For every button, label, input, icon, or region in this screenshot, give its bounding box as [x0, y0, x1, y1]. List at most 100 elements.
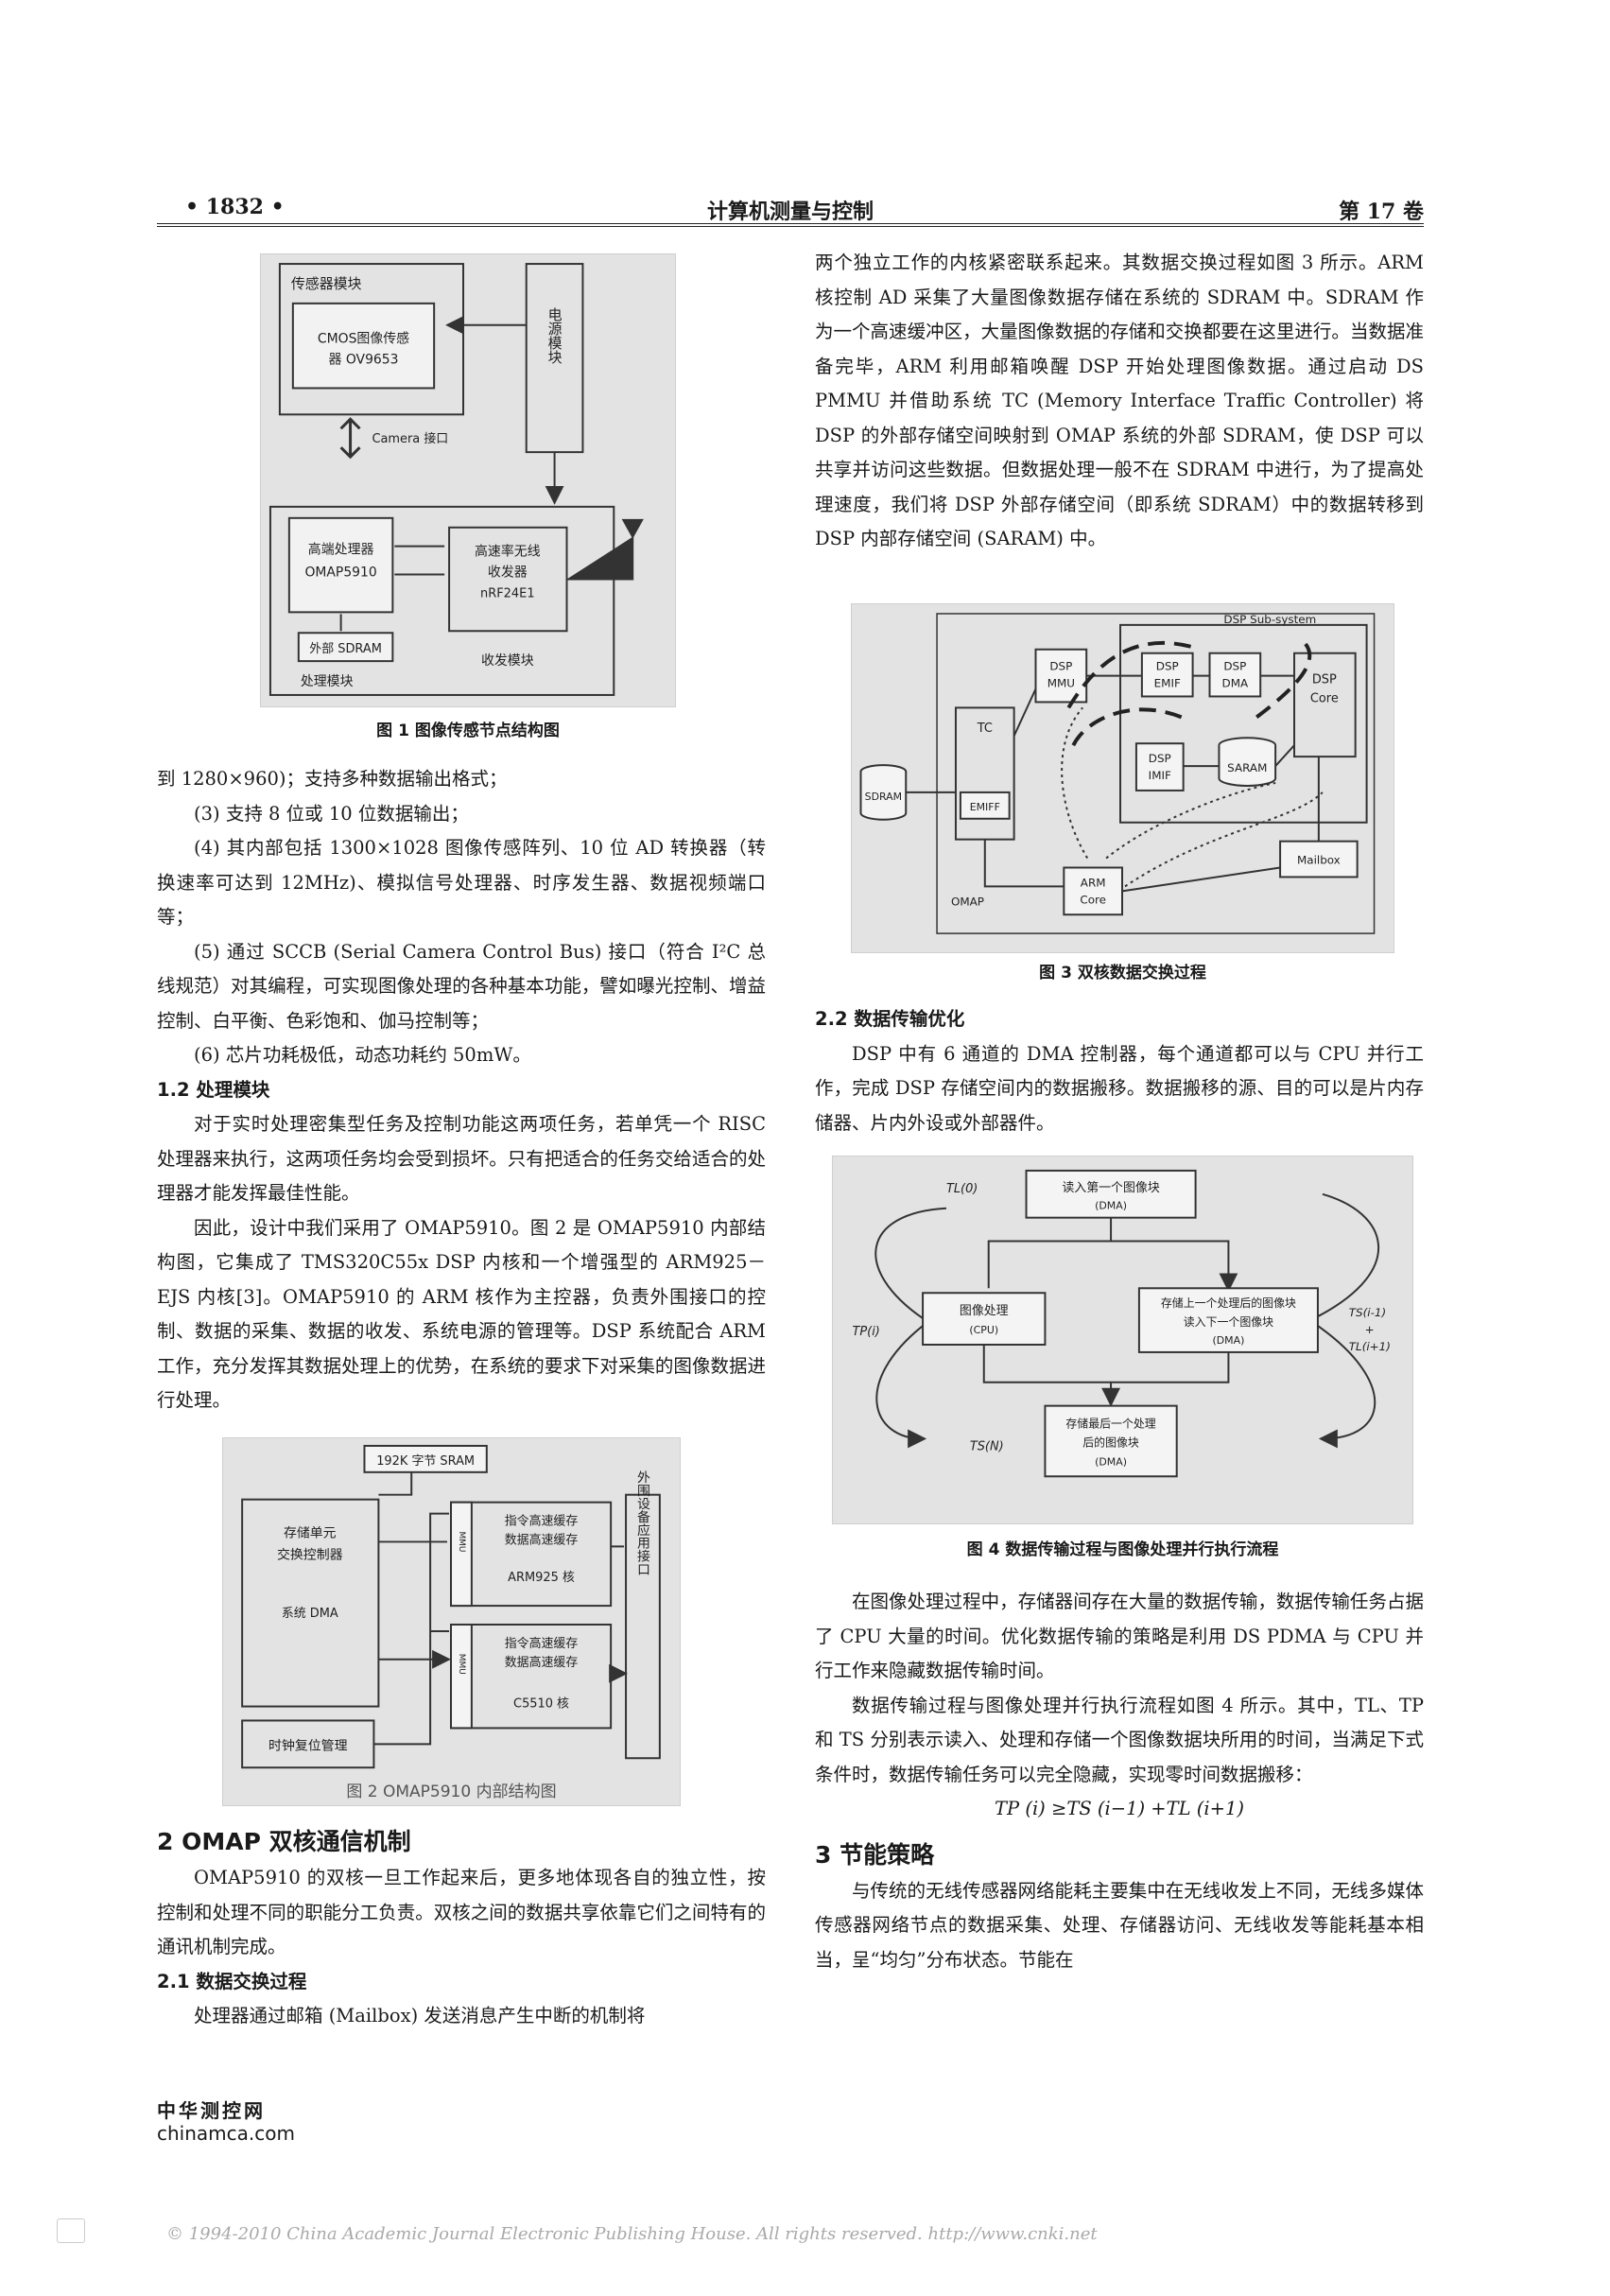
fig3-emif-2: EMIF: [1154, 677, 1181, 690]
fig2-cache-2a: 指令高速缓存: [505, 1636, 579, 1651]
left-column-top: 到 1280×960)；支持多种数据输出格式； (3) 支持 8 位或 10 位…: [157, 762, 766, 1418]
fig3-subsystem: DSP Sub-system: [1223, 613, 1316, 626]
fig1-sensor-module: 传感器模块: [291, 275, 362, 292]
fig3-imif-1: DSP: [1149, 752, 1171, 765]
right-column-top: 两个独立工作的内核紧密联系起来。其数据交换过程如图 3 所示。ARM 核控制 A…: [815, 246, 1424, 557]
cnki-logo-icon: [57, 2218, 85, 2243]
fig4-ts-2: +: [1365, 1323, 1375, 1336]
figure-1: 传感器模块 CMOS图像传感 器 OV9653 电源模块 Camera 接口 高…: [260, 253, 676, 707]
page-number: • 1832 •: [185, 195, 285, 219]
fig1-rf-2: 收发器: [488, 565, 528, 581]
para-l2: (3) 支持 8 位或 10 位数据输出；: [194, 802, 469, 825]
fig4-store-read-3: (DMA): [1212, 1334, 1244, 1347]
fig4-store-last-1: 存储最后一个处理: [1065, 1418, 1155, 1431]
figure-3: DSP Sub-system DSP MMU DSP EMIF DSP DMA …: [851, 603, 1394, 953]
fig4-store-last-3: (DMA): [1095, 1455, 1127, 1468]
fig4-ts-3: TL(i+1): [1349, 1340, 1391, 1353]
fig1-power-module: 电源模块: [546, 307, 563, 364]
figure-2: 192K 字节 SRAM 存储单元 交换控制器 系统 DMA 时钟复位管理 MM…: [222, 1437, 681, 1806]
fig4-ts-1: TS(i-1): [1349, 1306, 1386, 1319]
fig1-rf-3: nRF24E1: [480, 586, 535, 600]
fig3-mmu-2: MMU: [1047, 677, 1075, 690]
fig3-mmu-1: DSP: [1049, 660, 1072, 673]
heading-2-1: 2.1 数据交换过程: [157, 1970, 307, 1992]
fig3-saram: SARAM: [1227, 761, 1267, 774]
fig4-read-first-1: 读入第一个图像块: [1062, 1181, 1159, 1195]
fig2-storage-2: 交换控制器: [277, 1546, 343, 1562]
footer-brand: 中华测控网 chinamca.com: [157, 2099, 295, 2145]
para-r2: DSP 中有 6 通道的 DMA 控制器，每个通道都可以与 CPU 并行工作，完…: [815, 1042, 1424, 1134]
para-l7: 因此，设计中我们采用了 OMAP5910。图 2 是 OMAP5910 内部结构…: [157, 1216, 766, 1412]
para-l6: 对于实时处理密集型任务及控制功能这两项任务，若单凭一个 RISC 处理器来执行，…: [157, 1113, 766, 1204]
footer-brand-name: 中华测控网: [157, 2099, 266, 2122]
para-r1: 两个独立工作的内核紧密联系起来。其数据交换过程如图 3 所示。ARM 核控制 A…: [815, 252, 1424, 549]
fig3-dma-1: DSP: [1223, 660, 1246, 673]
running-header: • 1832 • 计算机测量与控制 第 17 卷: [157, 195, 1424, 227]
fig2-cache-1a: 指令高速缓存: [505, 1514, 579, 1529]
para-r3: 在图像处理过程中，存储器间存在大量的数据传输，数据传输任务占据了 CPU 大量的…: [815, 1591, 1424, 1681]
para-l4: (5) 通过 SCCB (Serial Camera Control Bus) …: [157, 940, 766, 1032]
fig2-c55-core: C5510 核: [513, 1697, 569, 1712]
fig2-storage-1: 存储单元: [284, 1525, 337, 1540]
heading-2: 2 OMAP 双核通信机制: [157, 1828, 411, 1855]
fig2-caption: 图 2 OMAP5910 内部结构图: [346, 1783, 557, 1801]
fig1-rf-1: 高速率无线: [475, 544, 541, 560]
heading-3: 3 节能策略: [815, 1840, 935, 1869]
fig3-sdram: SDRAM: [865, 791, 902, 803]
fig1-caption: 图 1 图像传感节点结构图: [376, 722, 560, 740]
fig2-sram: 192K 字节 SRAM: [376, 1454, 475, 1469]
fig4-proc-1: 图像处理: [960, 1304, 1009, 1318]
fig3-mailbox: Mailbox: [1297, 854, 1341, 867]
formula: TP (i) ≥TS (i−1) +TL (i+1): [995, 1798, 1244, 1819]
fig1-sdram: 外部 SDRAM: [309, 642, 382, 656]
heading-2-2: 2.2 数据传输优化: [815, 1008, 965, 1030]
fig1-proc-module: 处理模块: [301, 674, 354, 689]
para-r4: 数据传输过程与图像处理并行执行流程如图 4 所示。其中，TL、TP 和 TS 分…: [815, 1694, 1424, 1785]
para-l3: (4) 其内部包括 1300×1028 图像传感阵列、10 位 AD 转换器（转…: [157, 837, 766, 928]
fig3-core-1: DSP: [1312, 673, 1337, 687]
fig2-cache-1b: 数据高速缓存: [505, 1532, 579, 1547]
fig3-imif-2: IMIF: [1149, 769, 1171, 782]
fig1-cmos-2: 器 OV9653: [328, 353, 398, 368]
fig3-core-2: Core: [1310, 691, 1339, 705]
fig4-read-first-2: (DMA): [1095, 1200, 1127, 1212]
fig3-tc: TC: [977, 722, 993, 736]
fig4-ts-n: TS(N): [970, 1439, 1004, 1453]
fig3-omap: OMAP: [951, 895, 984, 908]
fig2-cache-2b: 数据高速缓存: [505, 1655, 579, 1670]
footer-site: chinamca.com: [157, 2122, 295, 2145]
figure-4: TL(0) 读入第一个图像块 (DMA) TP(i) 图像处理 (CPU) 存储…: [832, 1156, 1413, 1524]
para-l9: 处理器通过邮箱 (Mailbox) 发送消息产生中断的机制将: [194, 2005, 646, 2026]
fig1-camera-if: Camera 接口: [372, 431, 448, 446]
fig3-arm-1: ARM: [1081, 876, 1106, 889]
fig2-mmu-1: MMU: [457, 1531, 466, 1552]
fig1-cpu-1: 高端处理器: [308, 542, 374, 558]
para-l1: 到 1280×960)；支持多种数据输出格式；: [157, 768, 508, 790]
right-column-bottom: 在图像处理过程中，存储器间存在大量的数据传输，数据传输任务占据了 CPU 大量的…: [815, 1585, 1424, 1977]
para-l5: (6) 芯片功耗极低，动态功耗约 50mW。: [194, 1044, 531, 1066]
fig4-proc-2: (CPU): [969, 1324, 998, 1336]
journal-name: 计算机测量与控制: [706, 200, 874, 224]
fig3-dma-2: DMA: [1222, 677, 1249, 690]
fig2-mmu-2: MMU: [457, 1654, 466, 1675]
fig3-caption: 图 3 双核数据交换过程: [1039, 964, 1206, 983]
fig4-store-last-2: 后的图像块: [1082, 1435, 1139, 1449]
para-l8: OMAP5910 的双核一旦工作起来后，更多地体现各自的独立性，按控制和处理不同…: [157, 1867, 766, 1957]
fig4-store-read-2: 读入下一个图像块: [1184, 1315, 1273, 1329]
fig1-cpu-2: OMAP5910: [304, 565, 376, 581]
fig3-arm-2: Core: [1080, 893, 1106, 906]
fig3-emiff: EMIFF: [970, 801, 1000, 813]
fig4-tp: TP(i): [852, 1325, 879, 1339]
fig1-rf-module: 收发模块: [481, 653, 534, 669]
right-column-middle: 2.2 数据传输优化 DSP 中有 6 通道的 DMA 控制器，每个通道都可以与…: [815, 1002, 1424, 1140]
heading-1-2: 1.2 处理模块: [157, 1078, 270, 1101]
fig2-clock: 时钟复位管理: [268, 1737, 348, 1753]
fig2-peripheral: 外围设备应用接口: [635, 1470, 650, 1576]
fig1-cmos-1: CMOS图像传感: [318, 331, 409, 347]
para-r5: 与传统的无线传感器网络能耗主要集中在无线收发上不同，无线多媒体传感器网络节点的数…: [815, 1879, 1424, 1971]
left-column-bottom: 2 OMAP 双核通信机制 OMAP5910 的双核一旦工作起来后，更多地体现各…: [157, 1823, 766, 2034]
copyright-line: © 1994-2010 China Academic Journal Elect…: [166, 2224, 1098, 2244]
fig2-sys-dma: 系统 DMA: [282, 1607, 338, 1621]
volume: 第 17 卷: [1339, 200, 1424, 224]
fig4-tl0: TL(0): [946, 1182, 978, 1196]
